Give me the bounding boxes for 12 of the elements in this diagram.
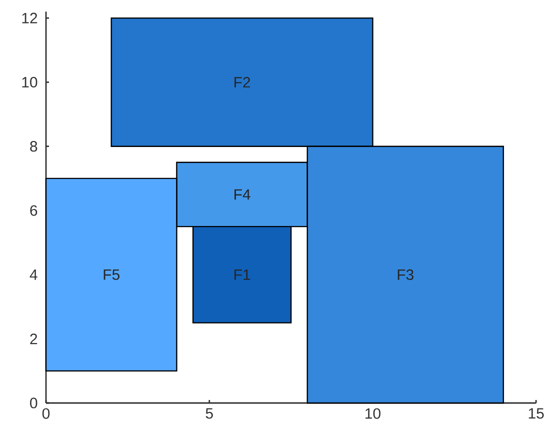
tick-label: 0 — [42, 408, 50, 419]
tick-label: 5 — [206, 408, 213, 419]
layout-box: F5 — [45, 178, 178, 372]
layout-box: F3 — [306, 146, 504, 404]
tick-label: 15 — [528, 408, 544, 419]
tick-label: 0 — [30, 398, 38, 408]
tick-label: 8 — [30, 141, 38, 152]
layout-box: F4 — [176, 162, 308, 228]
tick-label: 10 — [22, 76, 38, 88]
tick-label: 12 — [22, 12, 38, 24]
layout-box: F2 — [110, 17, 374, 147]
layout-box: F1 — [192, 226, 292, 324]
